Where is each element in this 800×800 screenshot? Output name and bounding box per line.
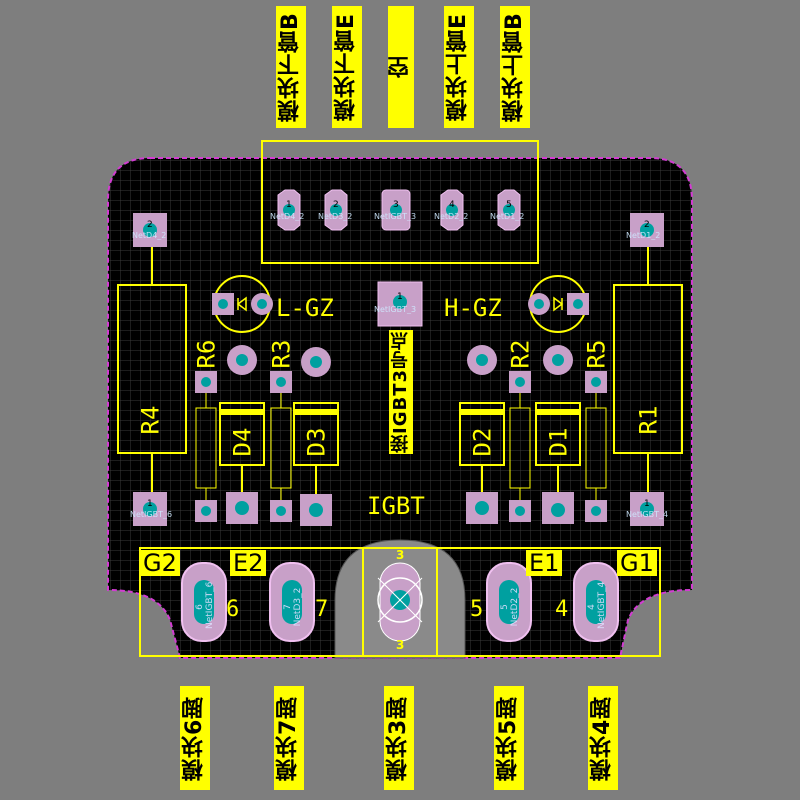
label-g1: G1 <box>617 550 657 576</box>
header-pin-number-1: 1 <box>286 200 292 210</box>
pin-number-5: 5 <box>470 597 484 622</box>
pad7-number: 7 <box>283 604 293 610</box>
pad5-net: NetD2_2 <box>510 587 520 627</box>
silk-d2: D2 <box>468 427 497 457</box>
header-outline <box>261 140 539 264</box>
top-label-empty: 空 <box>388 6 414 128</box>
label-e1: E1 <box>526 550 563 576</box>
label-g2: G2 <box>140 550 180 576</box>
pin3-top-number: 3 <box>396 548 405 562</box>
silk-r5: R5 <box>582 339 611 369</box>
silk-l-gz: L-GZ <box>276 294 334 322</box>
net-label-header-1: NetD4_2 <box>270 212 305 221</box>
led-right <box>528 275 589 333</box>
pad4-number: 4 <box>587 604 597 610</box>
top-label-upper-e: 模块上管E <box>444 6 474 128</box>
header-pin-number-4: 4 <box>449 200 455 210</box>
bottom-label-pin6: 模块6脚 <box>180 686 210 790</box>
silk-r6: R6 <box>192 339 221 369</box>
led-left <box>212 275 273 333</box>
silk-igbt: IGBT <box>367 492 425 520</box>
bottom-connector-outline <box>139 547 661 657</box>
net-label-pad7: 7 NetD3_2 <box>283 585 303 629</box>
net-label-pad6: 6 NetIGBT_6 <box>195 581 215 629</box>
silk-igbt3-note: 接IGBT3号点 <box>389 330 413 454</box>
silk-d4: D4 <box>228 427 257 457</box>
pad6-number: 6 <box>195 604 205 610</box>
pad4-net: NetIGBT_4 <box>597 581 607 629</box>
bottom-label-pin3: 模块3脚 <box>384 686 414 790</box>
net-label-r1-top: NetD1_2 <box>626 231 661 240</box>
net-label-pad4: 4 NetIGBT_4 <box>587 581 607 629</box>
diode-bodies <box>219 402 581 494</box>
pin-number-7: 7 <box>315 597 329 622</box>
top-label-lower-e: 模块下管E <box>332 6 362 128</box>
pin-number-4: 4 <box>555 597 569 622</box>
silk-d1: D1 <box>544 427 573 457</box>
pin-number-6: 6 <box>226 597 240 622</box>
bottom-label-pin4: 模块4脚 <box>588 686 618 790</box>
header-pin-number-3: 3 <box>393 200 399 210</box>
top-label-lower-b: 模块下管B <box>276 6 306 128</box>
net-label-header-5: NetD1_2 <box>490 212 525 221</box>
r4-top-pad-number: 2 <box>147 220 153 230</box>
net-label-header-2: NetD3_2 <box>318 212 353 221</box>
net-label-pad5: 5 NetD2_2 <box>500 585 520 629</box>
top-label-upper-b: 模块上管B <box>500 6 530 128</box>
pad6-net: NetIGBT_6 <box>205 581 215 629</box>
net-label-header-3: NetIGBT_3 <box>374 212 417 221</box>
r4-bottom-pad-number: 1 <box>147 499 153 509</box>
pin3-pad <box>377 562 423 642</box>
bottom-label-pin5: 模块5脚 <box>494 686 524 790</box>
r1-resistor <box>613 213 683 526</box>
r1-bottom-pad-number: 1 <box>644 499 650 509</box>
net-label-header-4: NetD2_2 <box>434 212 469 221</box>
header-pin-number-2: 2 <box>333 200 339 210</box>
silk-r3: R3 <box>267 339 296 369</box>
net-label-r1-bottom: NetIGBT_4 <box>626 510 669 519</box>
igbt3-pad-number: 1 <box>397 292 403 302</box>
silk-h-gz: H-GZ <box>444 294 502 322</box>
r4-resistor <box>117 213 187 526</box>
pad7-net: NetD3_2 <box>293 587 303 627</box>
pin3-bottom-number: 3 <box>396 638 405 652</box>
silk-d3: D3 <box>302 427 331 457</box>
r1-top-pad-number: 2 <box>644 220 650 230</box>
bottom-label-pin7: 模块7脚 <box>274 686 304 790</box>
silk-r2: R2 <box>506 339 535 369</box>
net-label-igbt3: NetIGBT_3 <box>374 305 417 314</box>
label-e2: E2 <box>230 550 267 576</box>
silk-r4: R4 <box>136 405 165 435</box>
silk-r1: R1 <box>634 405 663 435</box>
pad5-number: 5 <box>500 604 510 610</box>
net-label-r4-top: NetD4_2 <box>132 231 167 240</box>
net-label-r4-bottom: NetIGBT_6 <box>130 510 173 519</box>
header-pin-number-5: 5 <box>506 200 512 210</box>
